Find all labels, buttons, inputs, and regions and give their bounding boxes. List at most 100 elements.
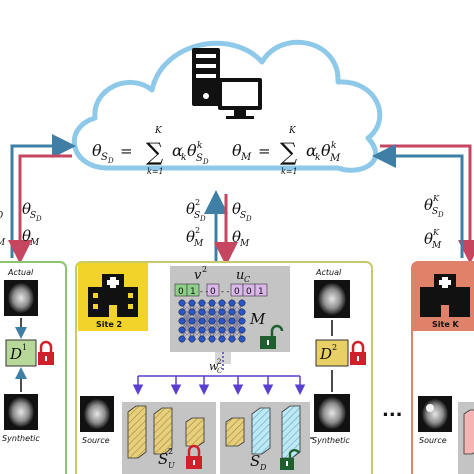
nn-edge bbox=[221, 302, 233, 331]
svg-text:Site K: Site K bbox=[432, 320, 460, 329]
svg-text:- -: - - bbox=[221, 287, 229, 296]
svg-text:2: 2 bbox=[168, 447, 173, 456]
encoder-su-panel: S 2 U bbox=[122, 402, 216, 474]
nn-node bbox=[238, 317, 246, 325]
svg-text:U: U bbox=[168, 461, 175, 470]
nn-node bbox=[208, 299, 216, 307]
nn-edge bbox=[221, 311, 233, 340]
svg-text:1: 1 bbox=[190, 287, 196, 297]
nn-node bbox=[188, 299, 196, 307]
svg-text:0: 0 bbox=[210, 287, 216, 297]
svg-text:v: v bbox=[194, 268, 202, 283]
svg-text:α: α bbox=[306, 141, 317, 160]
svg-text:D: D bbox=[245, 215, 252, 223]
nn-node bbox=[228, 308, 236, 316]
svg-text:Actual: Actual bbox=[315, 268, 342, 277]
svg-text:D: D bbox=[0, 211, 3, 221]
nn-node bbox=[218, 326, 226, 334]
nn-edge bbox=[181, 311, 193, 340]
nn-node bbox=[178, 326, 186, 334]
svg-text:k: k bbox=[181, 153, 186, 163]
svg-text:K: K bbox=[154, 126, 163, 136]
aggregation-equation-discriminator: θ S D = K ∑ k=1 α k θ k S D bbox=[92, 126, 209, 176]
nn-node bbox=[198, 326, 206, 334]
svg-text:k=1: k=1 bbox=[147, 167, 164, 176]
middle-link-arrows bbox=[204, 190, 238, 266]
svg-text:2: 2 bbox=[202, 265, 207, 274]
svg-text:θ: θ bbox=[22, 200, 31, 218]
nn-node bbox=[238, 308, 246, 316]
svg-text:M: M bbox=[431, 241, 442, 251]
middle-link-labels: θ 2 S D θ 2 M θ S D θ M bbox=[186, 198, 252, 249]
svg-text:∑: ∑ bbox=[146, 138, 163, 166]
decoder-sd-panel: S D bbox=[220, 402, 310, 474]
site-1-actual: Actual bbox=[4, 268, 38, 316]
site-2-source: Source bbox=[80, 396, 114, 445]
nn-edge bbox=[231, 311, 243, 340]
svg-text:θ: θ bbox=[187, 141, 197, 160]
nn-node bbox=[178, 317, 186, 325]
code-vector: 0 1 0 0 0 1 - - - - bbox=[174, 283, 268, 297]
svg-text:M: M bbox=[193, 239, 204, 249]
svg-text:θ: θ bbox=[92, 141, 102, 160]
nn-node bbox=[188, 317, 196, 325]
neural-network bbox=[178, 299, 246, 343]
svg-text:k: k bbox=[197, 141, 202, 151]
site-2-actual: Actual bbox=[314, 268, 350, 318]
left-link-labels: θ S D θ M D M bbox=[0, 200, 42, 248]
nn-edge bbox=[191, 311, 203, 340]
svg-text:Source: Source bbox=[419, 436, 447, 445]
nn-edge bbox=[211, 311, 223, 340]
svg-text:=: = bbox=[120, 142, 133, 160]
site-2-synthetic: Synthetic bbox=[312, 394, 350, 445]
lock-icon bbox=[38, 340, 54, 365]
svg-text:C: C bbox=[217, 367, 223, 375]
nn-node bbox=[218, 317, 226, 325]
svg-text:S: S bbox=[30, 211, 36, 221]
svg-text:=: = bbox=[258, 142, 271, 160]
svg-text:D: D bbox=[35, 215, 42, 223]
nn-node bbox=[238, 326, 246, 334]
nn-node bbox=[188, 308, 196, 316]
lock-icon bbox=[186, 444, 202, 469]
svg-text:Actual: Actual bbox=[7, 268, 34, 277]
site-k-encoder-block bbox=[463, 409, 474, 455]
svg-text:D: D bbox=[199, 215, 206, 223]
svg-text:θ: θ bbox=[321, 141, 331, 160]
svg-text:θ: θ bbox=[424, 230, 433, 248]
nn-node bbox=[228, 317, 236, 325]
nn-node bbox=[208, 326, 216, 334]
nn-edge bbox=[181, 302, 193, 331]
nn-node bbox=[218, 335, 226, 343]
nn-node bbox=[198, 335, 206, 343]
svg-text:0: 0 bbox=[246, 287, 252, 297]
site-1-discriminator: D 1 bbox=[5, 339, 37, 367]
svg-text:S: S bbox=[240, 211, 246, 221]
server-icon bbox=[192, 48, 220, 106]
svg-text:K: K bbox=[432, 194, 440, 203]
nn-edge bbox=[211, 302, 223, 331]
svg-text:S: S bbox=[101, 152, 108, 163]
nn-node bbox=[178, 335, 186, 343]
svg-text:θ: θ bbox=[232, 141, 242, 160]
svg-text:k: k bbox=[315, 153, 320, 163]
nn-node bbox=[238, 335, 246, 343]
svg-text:D: D bbox=[107, 157, 114, 165]
unlock-icon bbox=[280, 449, 301, 470]
svg-text:D: D bbox=[437, 211, 444, 219]
svg-text:M: M bbox=[329, 153, 341, 164]
nn-node bbox=[208, 308, 216, 316]
svg-text:D: D bbox=[259, 463, 267, 472]
svg-text:θ: θ bbox=[186, 228, 195, 246]
nn-node bbox=[198, 317, 206, 325]
svg-text:1: 1 bbox=[22, 343, 27, 352]
hospital-icon: Site 2 bbox=[78, 263, 148, 331]
nn-edge bbox=[191, 302, 203, 331]
nn-node bbox=[208, 335, 216, 343]
svg-text:2: 2 bbox=[332, 343, 337, 352]
monitor-icon bbox=[218, 78, 262, 119]
unlock-icon bbox=[260, 324, 284, 349]
aggregation-equation-model: θ M = K ∑ k=1 α k θ k M bbox=[232, 126, 341, 176]
